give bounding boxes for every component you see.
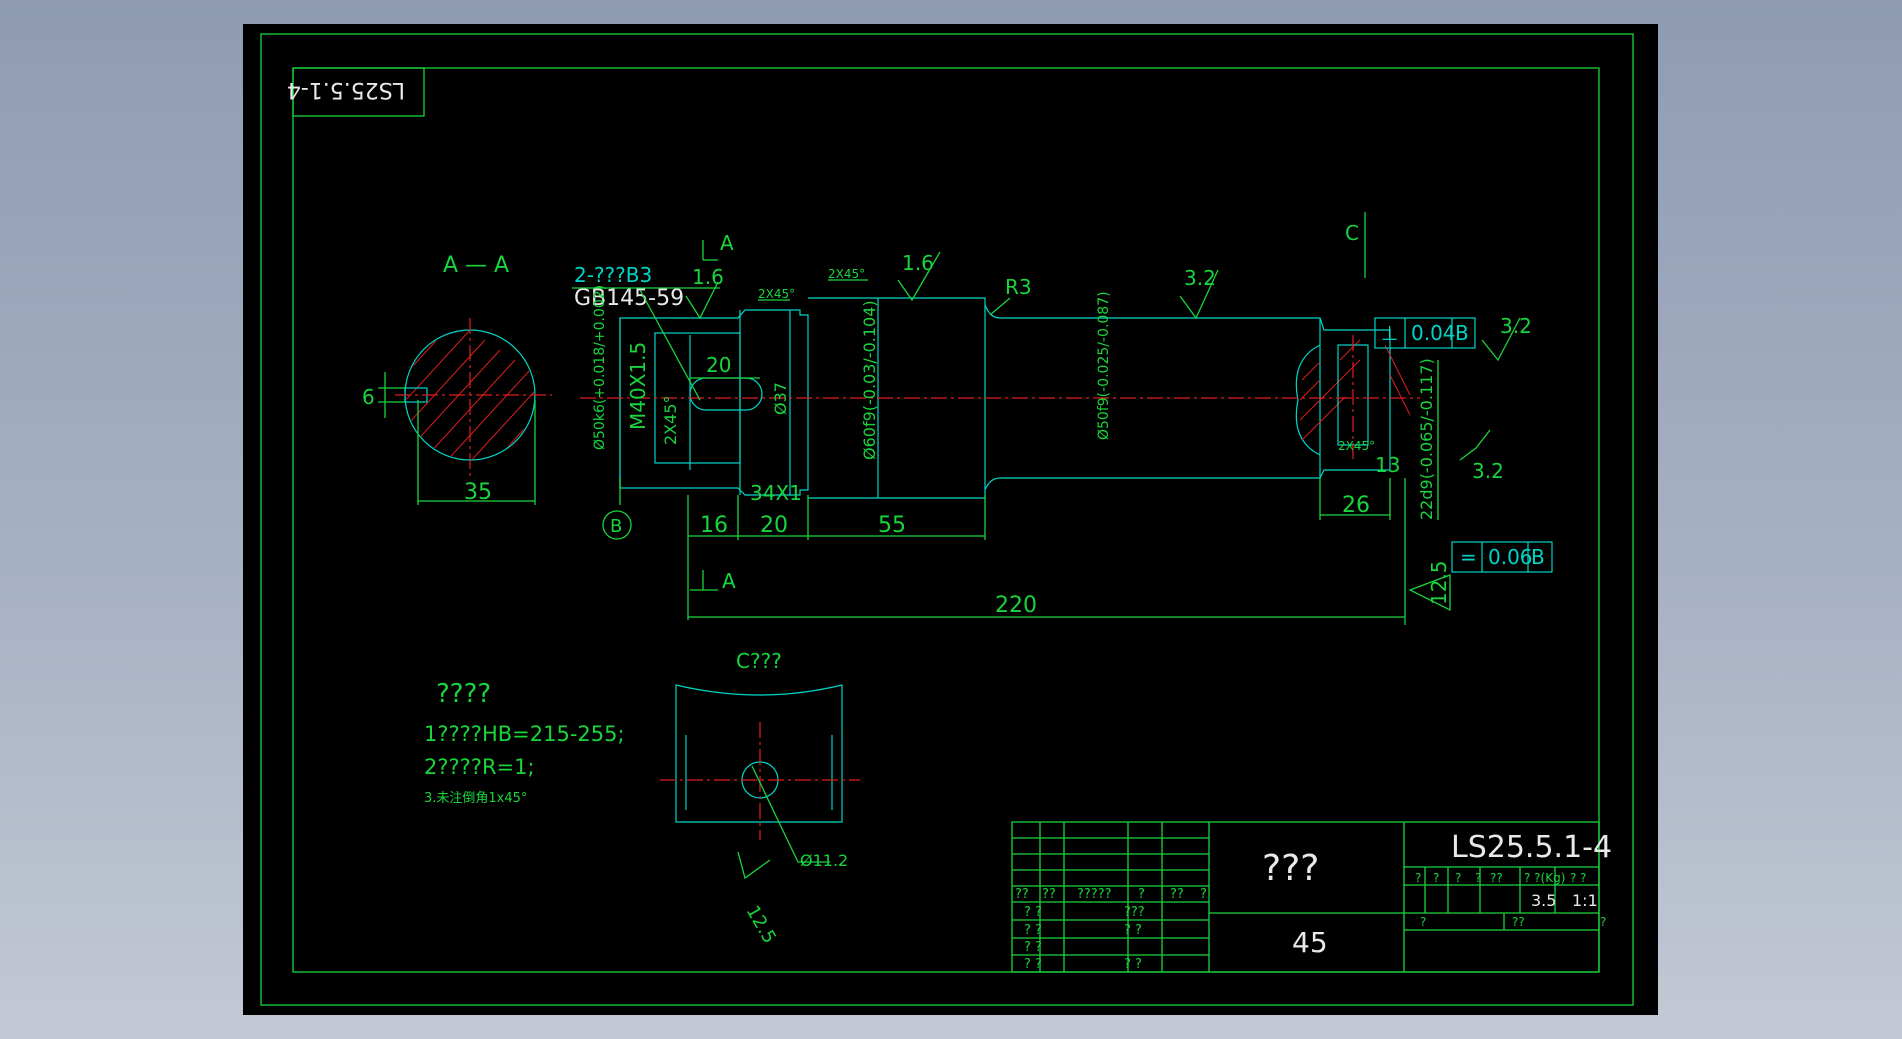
section-dia-dim: 35 xyxy=(464,480,492,505)
center-hole-note-2: GB145-59 xyxy=(574,286,684,311)
section-a-a: A — A 6 35 xyxy=(362,253,552,505)
notes-line-2: 2????R=1; xyxy=(424,755,535,779)
sym-symbol: = xyxy=(1460,545,1477,569)
tb-hdr-4: ? xyxy=(1138,887,1145,902)
tech-notes: ???? 1????HB=215-255; 2????R=1; 3.未注倒角1x… xyxy=(424,679,625,806)
material: 45 xyxy=(1292,926,1328,959)
datum-b: B xyxy=(610,516,622,537)
perp-datum: B xyxy=(1455,321,1469,345)
drawing-sheet xyxy=(243,24,1658,1015)
perp-tol-frame xyxy=(1374,317,1476,349)
tb-hdr-2: ?? xyxy=(1042,887,1056,902)
tb-row4-a: ? ? xyxy=(1024,940,1042,955)
inner-border xyxy=(292,67,1600,973)
tb-hdr-1: ?? xyxy=(1015,887,1029,902)
rotated-drawing-number: LS25.5.1-4 xyxy=(287,77,405,102)
tb-row2-a: ? ? xyxy=(1024,905,1042,920)
tb-sheet-right: ? xyxy=(1600,915,1606,929)
center-hole-note-1: 2-???B3 xyxy=(574,263,652,287)
view-c-title: C??? xyxy=(736,649,782,673)
tb-hdr-6: ? xyxy=(1200,887,1207,902)
tb-row3-a: ? ? xyxy=(1024,923,1042,938)
tb-row3-b: ? ? xyxy=(1124,923,1142,938)
roughness-right-2: 3.2 xyxy=(1472,459,1504,483)
radius-label: R3 xyxy=(1005,275,1032,299)
view-c-hole-dim: Ø11.2 xyxy=(800,851,848,870)
undercut-label: 34X1 xyxy=(750,481,802,505)
perp-symbol: ⊥ xyxy=(1381,321,1398,345)
fit-22d9: 22d9(-0.065/-0.117) xyxy=(1417,358,1436,520)
sym-value: 0.06 xyxy=(1488,545,1533,569)
tb-hdr-5: ?? xyxy=(1170,887,1184,902)
tb-stage-4: ? xyxy=(1475,871,1481,885)
tb-sheet-left: ? xyxy=(1420,915,1426,929)
tb-stage-5: ?? xyxy=(1490,871,1503,885)
len-55: 55 xyxy=(878,513,906,538)
tb-hdr-3: ????? xyxy=(1077,887,1112,902)
title-block: ?? ?? ????? ? ?? ? ? ? ??? ? ? ? ? ? ? ?… xyxy=(1011,821,1612,973)
shaft-right-end xyxy=(1319,317,1391,479)
fit-50f9: Ø50f9(-0.025/-0.087) xyxy=(1096,291,1112,440)
tb-row5-a: ? ? xyxy=(1024,957,1042,972)
view-c-arrow: C xyxy=(1345,221,1359,245)
tb-sheet-mid: ?? xyxy=(1512,915,1525,929)
chamfer-left-2: 2X45° xyxy=(828,267,865,281)
fit-50k6: Ø50k6(+0.018/+0.002) xyxy=(592,285,608,450)
datum-b-circle xyxy=(602,510,632,540)
overall-length: 220 xyxy=(995,593,1037,618)
len-26: 26 xyxy=(1342,493,1370,518)
shaft-left-section xyxy=(619,309,809,496)
thread-label: M40X1.5 xyxy=(626,342,650,430)
chamfer-left-1: 2X45° xyxy=(758,287,795,301)
part-name: ??? xyxy=(1262,848,1319,889)
rotated-number-box xyxy=(292,67,425,117)
tb-row2-b: ??? xyxy=(1124,905,1145,920)
len-20-label: 20 xyxy=(706,353,731,377)
sym-tol-frame xyxy=(1451,541,1553,573)
title-block-drawing-number: LS25.5.1-4 xyxy=(1451,830,1612,865)
chamfer-vertical: 2X45° xyxy=(661,396,680,446)
notes-heading: ???? xyxy=(436,679,491,709)
tb-stage-6: ? ?(Kg) xyxy=(1524,871,1565,885)
keyway-dim: 6 xyxy=(362,385,375,409)
view-c-outline xyxy=(675,684,843,823)
len-13: 13 xyxy=(1375,453,1400,477)
scale: 1:1 xyxy=(1572,891,1598,910)
roughness-left: 1.6 xyxy=(692,265,724,289)
notes-line-1: 1????HB=215-255; xyxy=(424,722,625,746)
shaft-main-view: 2-???B3 GB145-59 A 1.6 2X45° 2X45° 20 Ø5… xyxy=(572,212,1553,625)
weight: 3.5 xyxy=(1531,891,1556,910)
notes-line-3: 3.未注倒角1x45° xyxy=(424,791,527,806)
sym-datum: B xyxy=(1531,545,1545,569)
dia-37: Ø37 xyxy=(771,382,790,415)
tb-stage-1: ? xyxy=(1415,871,1421,885)
section-arrow-label-bottom: A xyxy=(722,569,736,593)
section-title: A — A xyxy=(443,253,509,278)
section-arrow-label-top: A xyxy=(720,231,734,255)
right-bore xyxy=(1295,344,1321,456)
tb-stage-3: ? xyxy=(1455,871,1461,885)
fit-60f9: Ø60f9(-0.03/-0.104) xyxy=(860,300,879,460)
len-16: 16 xyxy=(700,513,728,538)
chamfer-right: 2X45° xyxy=(1338,439,1375,453)
outer-border xyxy=(260,33,1634,1006)
perp-value: 0.04 xyxy=(1411,321,1456,345)
tb-stage-7: ? ? xyxy=(1570,871,1587,885)
tb-stage-2: ? xyxy=(1433,871,1439,885)
tb-row5-b: ? ? xyxy=(1124,957,1142,972)
len-20: 20 xyxy=(760,513,788,538)
